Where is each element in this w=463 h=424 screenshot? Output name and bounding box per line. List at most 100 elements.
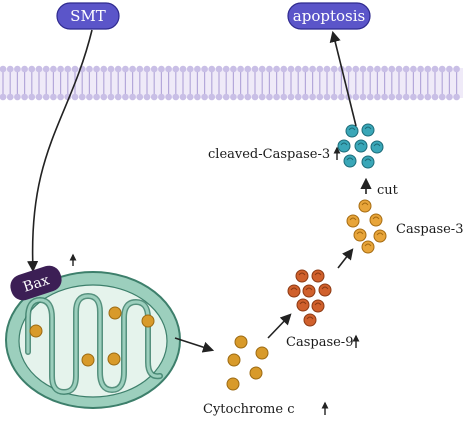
lipid-head [172,93,180,101]
lipid-head [50,93,57,101]
lipid-head [201,65,208,73]
lipid-head [280,65,288,73]
lipid-head [93,93,100,101]
cytochrome-c-particle [226,377,240,391]
lipid-head [453,65,460,73]
lipid-head [438,65,446,73]
cytochrome-c-particle [29,324,43,338]
lipid-head [136,93,144,101]
lipid-head [381,65,388,73]
cleaved-caspase3-label: cleaved-Caspase-3 [208,147,330,162]
cleaved-caspase3-particle [361,123,375,137]
lipid-head [302,93,309,101]
lipid-head [78,93,86,101]
lipid-head [222,65,230,73]
lipid-head [431,93,439,101]
cleaved-caspase3-particle [361,155,375,169]
lipid-head [143,65,151,73]
lipid-head [273,65,280,73]
lipid-head [179,65,187,73]
smt-node: SMT [56,2,120,30]
lipid-head [323,65,331,73]
bax-label: Bax [21,272,51,295]
lipid-head [381,93,388,101]
lipid-head [266,65,273,73]
lipid-head [0,65,7,73]
lipid-head [402,65,410,73]
bax-node: Bax [10,265,62,301]
lipid-head [35,93,43,101]
lipid-head [395,93,403,101]
lipid-head [388,93,396,101]
lipid-head [71,93,79,101]
lipid-head [237,93,244,101]
lipid-head [0,93,7,101]
lipid-head [201,93,208,101]
cut-label: cut [377,183,399,198]
lipid-head [258,93,266,101]
caspase3-particle [369,213,383,227]
lipid-head [64,65,72,73]
apoptosis-label: apoptosis [293,7,365,25]
lipid-head [136,65,144,73]
lipid-head [158,93,165,101]
lipid-head [417,93,424,101]
lipid-head [366,93,374,101]
lipid-head [129,65,136,73]
lipid-head [93,65,100,73]
cleaved-caspase3-particle [354,139,368,153]
lipid-head [410,93,417,101]
lipid-head [273,93,280,101]
lipid-head [294,93,302,101]
lipid-head [402,93,410,101]
lipid-head [244,93,252,101]
lipid-head [107,65,115,73]
lipid-head [14,93,21,101]
caspase3-particle [346,214,360,228]
lipid-head [366,65,374,73]
lipid-head [122,93,129,101]
lipid-head [330,65,338,73]
cytochrome-c-particle [249,366,263,380]
lipid-head [287,65,295,73]
caspase3-particle [353,228,367,242]
lipid-head [453,93,460,101]
lipid-head [395,65,403,73]
lipid-head [208,93,216,101]
cytochrome-c-particle [255,346,269,360]
lipid-head [186,93,194,101]
cleaved-caspase3-particle [343,154,357,168]
lipid-head [287,93,295,101]
lipid-head [179,93,187,101]
lipid-head [107,93,115,101]
cytochrome-c-cluster [226,335,269,391]
lipid-head [42,65,50,73]
caspase9-particle [296,298,310,312]
cleaved-caspase3-particle [337,139,351,153]
caspase9-particle [287,284,301,298]
lipid-head [42,93,50,101]
caspase9-cluster [287,269,332,327]
lipid-head [57,65,64,73]
cytochrome-c-particle [227,353,241,367]
lipid-head [338,93,345,101]
lipid-head [230,65,237,73]
lipid-head [158,65,165,73]
lipid-head [237,65,244,73]
lipid-head [21,65,28,73]
caspase9-particle [318,283,332,297]
lipid-head [186,65,194,73]
lipid-head [129,93,136,101]
mito-to-cytochrome-arrow [174,337,215,353]
lipid-head [208,65,216,73]
lipid-head [6,65,14,73]
lipid-head [222,93,230,101]
cytochrome-c-particle [81,353,95,367]
lipid-head [316,93,324,101]
cleaved-caspase3-particle [370,140,384,154]
lipid-head [294,65,302,73]
caspase9-particle [302,284,316,298]
lipid-head [114,65,122,73]
lipid-head [215,65,223,73]
